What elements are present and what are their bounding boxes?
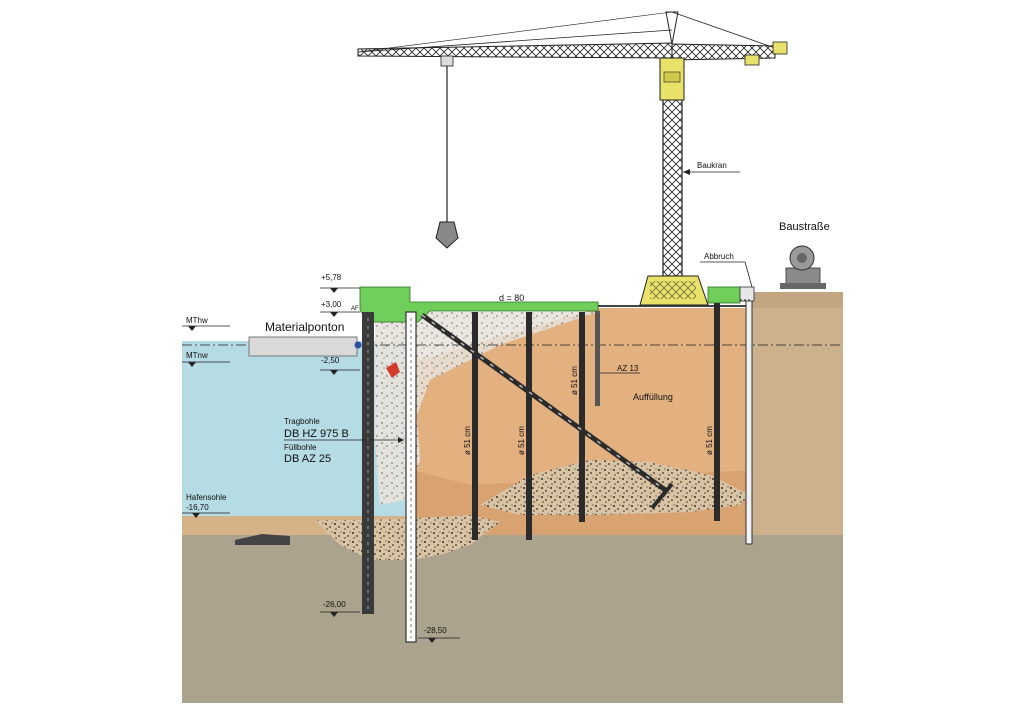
existing-quay-block xyxy=(752,300,843,535)
af-label: AF xyxy=(351,306,359,312)
king-pile-title: Tragbohle xyxy=(284,417,320,426)
crane-grab xyxy=(435,221,459,249)
main-wall xyxy=(362,311,417,643)
existing-wall: Auffüllung xyxy=(633,286,755,545)
pile-4-diameter: ø 51 cm xyxy=(705,426,714,455)
subsoil-layer xyxy=(182,535,843,703)
gravel-mound-anchor xyxy=(480,460,750,515)
harbour-bed-label: Hafensohle xyxy=(186,493,227,502)
deck-thickness-label: d = 80 xyxy=(499,293,524,303)
anchor-pile xyxy=(420,312,674,510)
az13-sheet-pile: AZ 13 xyxy=(595,311,640,406)
superstructure: d = 80 xyxy=(359,286,752,323)
pontoon-hull xyxy=(248,336,358,357)
pile-1 xyxy=(472,312,478,540)
level-2600-label: -26,00 xyxy=(323,600,346,609)
pile-3-diameter: ø 51 cm xyxy=(570,366,579,395)
filler-pile-type: DB AZ 25 xyxy=(284,453,331,465)
scour-stones xyxy=(235,534,290,545)
pile-4 xyxy=(714,303,720,521)
crane-counter-jib xyxy=(671,43,776,61)
road-label: Baustraße xyxy=(779,221,830,233)
mthw-label: MThw xyxy=(186,316,208,325)
tower-crane: Baukran xyxy=(357,11,788,306)
level-1670-label: -16,70 xyxy=(186,503,209,512)
pontoon-label: Materialponton xyxy=(265,320,344,334)
pile-2-diameter: ø 51 cm xyxy=(517,426,526,455)
material-pontoon: Materialponton xyxy=(248,320,362,357)
filler-pile-title: Füllbohle xyxy=(284,443,317,452)
demolition-marker: Abbruch xyxy=(700,252,753,288)
pile-type-labels: Tragbohle DB HZ 975 B Füllbohle DB AZ 25 xyxy=(284,417,404,465)
pile-3 xyxy=(579,312,585,522)
level-2850-label: -28,50 xyxy=(424,626,447,635)
demolition-label: Abbruch xyxy=(704,252,734,261)
pile-2 xyxy=(526,312,532,540)
fill-marker xyxy=(386,362,400,378)
crane-mast xyxy=(662,97,683,277)
bearing-piles: ø 51 cm ø 51 cm ø 51 cm ø 51 cm xyxy=(463,303,720,540)
level-578-label: +5,78 xyxy=(321,273,342,282)
level-markers: +5,78 +3,00 AF -2,50 Hafensohle -16,70 -… xyxy=(182,273,460,643)
mtnw-label: MTnw xyxy=(186,351,208,360)
level-300-label: +3,00 xyxy=(321,300,342,309)
road-roller: Baustraße xyxy=(779,221,830,289)
crane-label: Baukran xyxy=(697,161,727,170)
deck-right-block xyxy=(707,286,741,304)
crane-jib xyxy=(357,42,673,59)
level-250-label: -2,50 xyxy=(321,356,340,365)
road-slab xyxy=(752,292,843,308)
pile-1-diameter: ø 51 cm xyxy=(463,426,472,455)
fill-label: Auffüllung xyxy=(633,392,673,402)
king-pile-type: DB HZ 975 B xyxy=(284,428,349,440)
gravel-upper-fill xyxy=(404,312,598,460)
az13-label: AZ 13 xyxy=(617,364,639,373)
